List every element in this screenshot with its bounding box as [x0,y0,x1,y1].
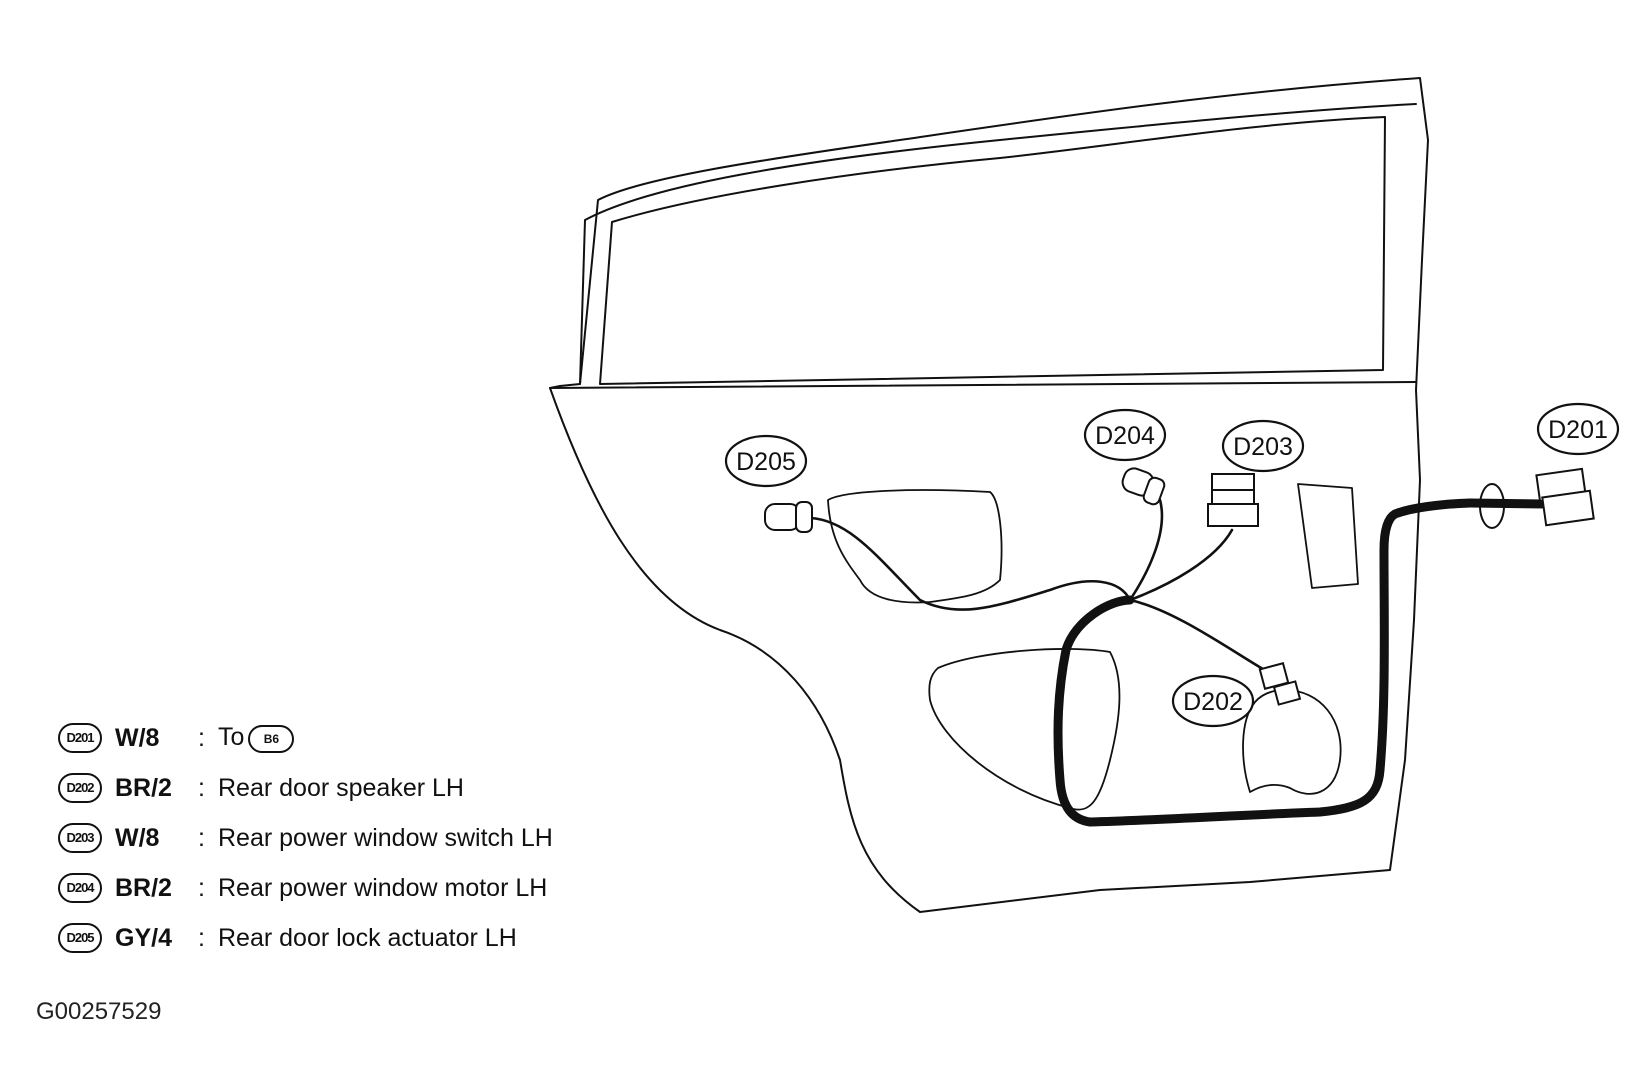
legend-colon: : [198,873,205,902]
legend-wire-spec: W/8 [115,723,160,752]
belt-line [549,381,1417,389]
main-harness [1053,498,1475,827]
switch-plate [1297,483,1359,589]
legend-description: Rear door speaker LH [218,773,464,802]
connector-d203 [1207,473,1259,527]
branch-d203 [1128,528,1234,602]
connector-d204 [1121,467,1166,506]
callout-d202-label: D202 [1183,688,1243,716]
legend-row-d204: D204 BR/2 : Rear power window motor LH [58,868,547,908]
connector-d202 [1258,662,1302,706]
callout-d205: D205 [724,434,808,488]
lower-cutout [928,648,1121,811]
callout-d203-label: D203 [1233,433,1293,461]
legend-code-badge: D205 [58,923,102,953]
legend-row-d202: D202 BR/2 : Rear door speaker LH [58,768,464,808]
figure-id: G00257529 [36,998,162,1025]
legend-description: Rear power window switch LH [218,823,553,852]
legend-wire-spec: W/8 [115,823,160,852]
connector-d205 [764,501,813,533]
callout-d202: D202 [1171,674,1255,728]
lock-access-panel [827,489,1003,604]
legend-colon: : [198,723,205,752]
window-glass [599,116,1386,385]
callout-d204: D204 [1083,408,1167,462]
window-frame-outline [579,103,1417,385]
legend-ref-badge: B6 [248,724,295,753]
callout-d201-label: D201 [1548,416,1608,444]
grommet [1479,483,1505,529]
legend-wire-spec: GY/4 [115,923,172,952]
legend-description-text: To [218,723,245,752]
branch-d202 [1128,598,1270,674]
legend-row-d205: D205 GY/4 : Rear door lock actuator LH [58,918,517,958]
legend-code-badge: D204 [58,873,102,903]
legend-row-d203: D203 W/8 : Rear power window switch LH [58,818,553,858]
legend-colon: : [198,823,205,852]
legend-code-badge: D202 [58,773,102,803]
legend-description: Rear power window motor LH [218,873,548,902]
legend-wire-spec: BR/2 [115,773,172,802]
connector-d201 [1535,467,1595,527]
legend-wire-spec: BR/2 [115,873,172,902]
callout-d205-label: D205 [736,448,796,476]
legend-colon: : [198,773,205,802]
callout-d201: D201 [1536,402,1620,456]
branch-d205 [808,516,1132,611]
callout-d204-label: D204 [1095,422,1155,450]
callout-d203: D203 [1221,419,1305,473]
legend-colon: : [198,923,205,952]
legend-code-badge: D203 [58,823,102,853]
branch-d204 [1128,498,1164,602]
door-outline [549,77,1429,913]
legend-code-badge: D201 [58,723,102,753]
harness-d201-branch [1465,498,1550,509]
speaker-opening [1242,689,1342,795]
legend-description: Rear door lock actuator LH [218,923,517,952]
